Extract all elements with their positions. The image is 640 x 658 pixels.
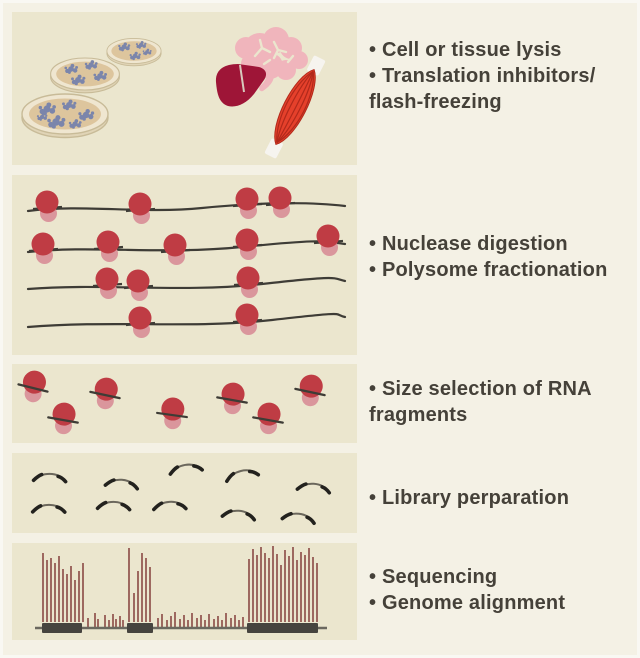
panel-sequencing [12, 543, 357, 640]
footprint-illustration [13, 366, 330, 438]
muscle-icon [264, 55, 326, 159]
label-genome-alignment: • Genome alignment [369, 592, 566, 614]
panel-polysome [12, 175, 357, 355]
label-polysome-fractionation: • Polysome fractionation [369, 259, 608, 281]
labels-library: • Library perparation [369, 485, 625, 511]
alignment-illustration [35, 546, 327, 633]
label-size-selection: • Size selection of RNA [369, 378, 592, 400]
label-translation-inhibitors: • Translation inhibitors/ [369, 65, 596, 87]
ribosome-fragment-icon [13, 366, 330, 438]
labels-sequencing: • Sequencing • Genome alignment [369, 564, 625, 616]
labels-digestion: • Nuclease digestion • Polysome fraction… [369, 231, 625, 283]
panel-cell-lysis [12, 12, 357, 165]
polysome-illustration [26, 185, 347, 340]
sample-sources-illustration [21, 27, 326, 159]
panel-size-selection [12, 364, 357, 443]
label-size-selection-cont: fragments [369, 404, 468, 426]
label-library-preparation: • Library perparation [369, 487, 570, 509]
read-coverage-icon [42, 546, 318, 627]
adapter-fragment-icon [30, 461, 333, 528]
mrna-strand-icon [26, 202, 347, 329]
label-sequencing: • Sequencing [369, 566, 498, 588]
labels-size-selection: • Size selection of RNA fragments [369, 376, 625, 428]
liver-icon [215, 64, 267, 107]
gene-model-icon [35, 623, 327, 633]
labels-cell-lysis: • Cell or tissue lysis • Translation inh… [369, 37, 625, 115]
label-nuclease-digestion: • Nuclease digestion [369, 233, 568, 255]
step-labels: • Cell or tissue lysis • Translation inh… [369, 0, 625, 658]
label-cell-or-tissue-lysis: • Cell or tissue lysis [369, 39, 562, 61]
panel-library-prep [12, 453, 357, 533]
label-flash-freezing: flash-freezing [369, 91, 502, 113]
library-illustration [30, 461, 333, 528]
petri-dish-icon [21, 37, 162, 139]
